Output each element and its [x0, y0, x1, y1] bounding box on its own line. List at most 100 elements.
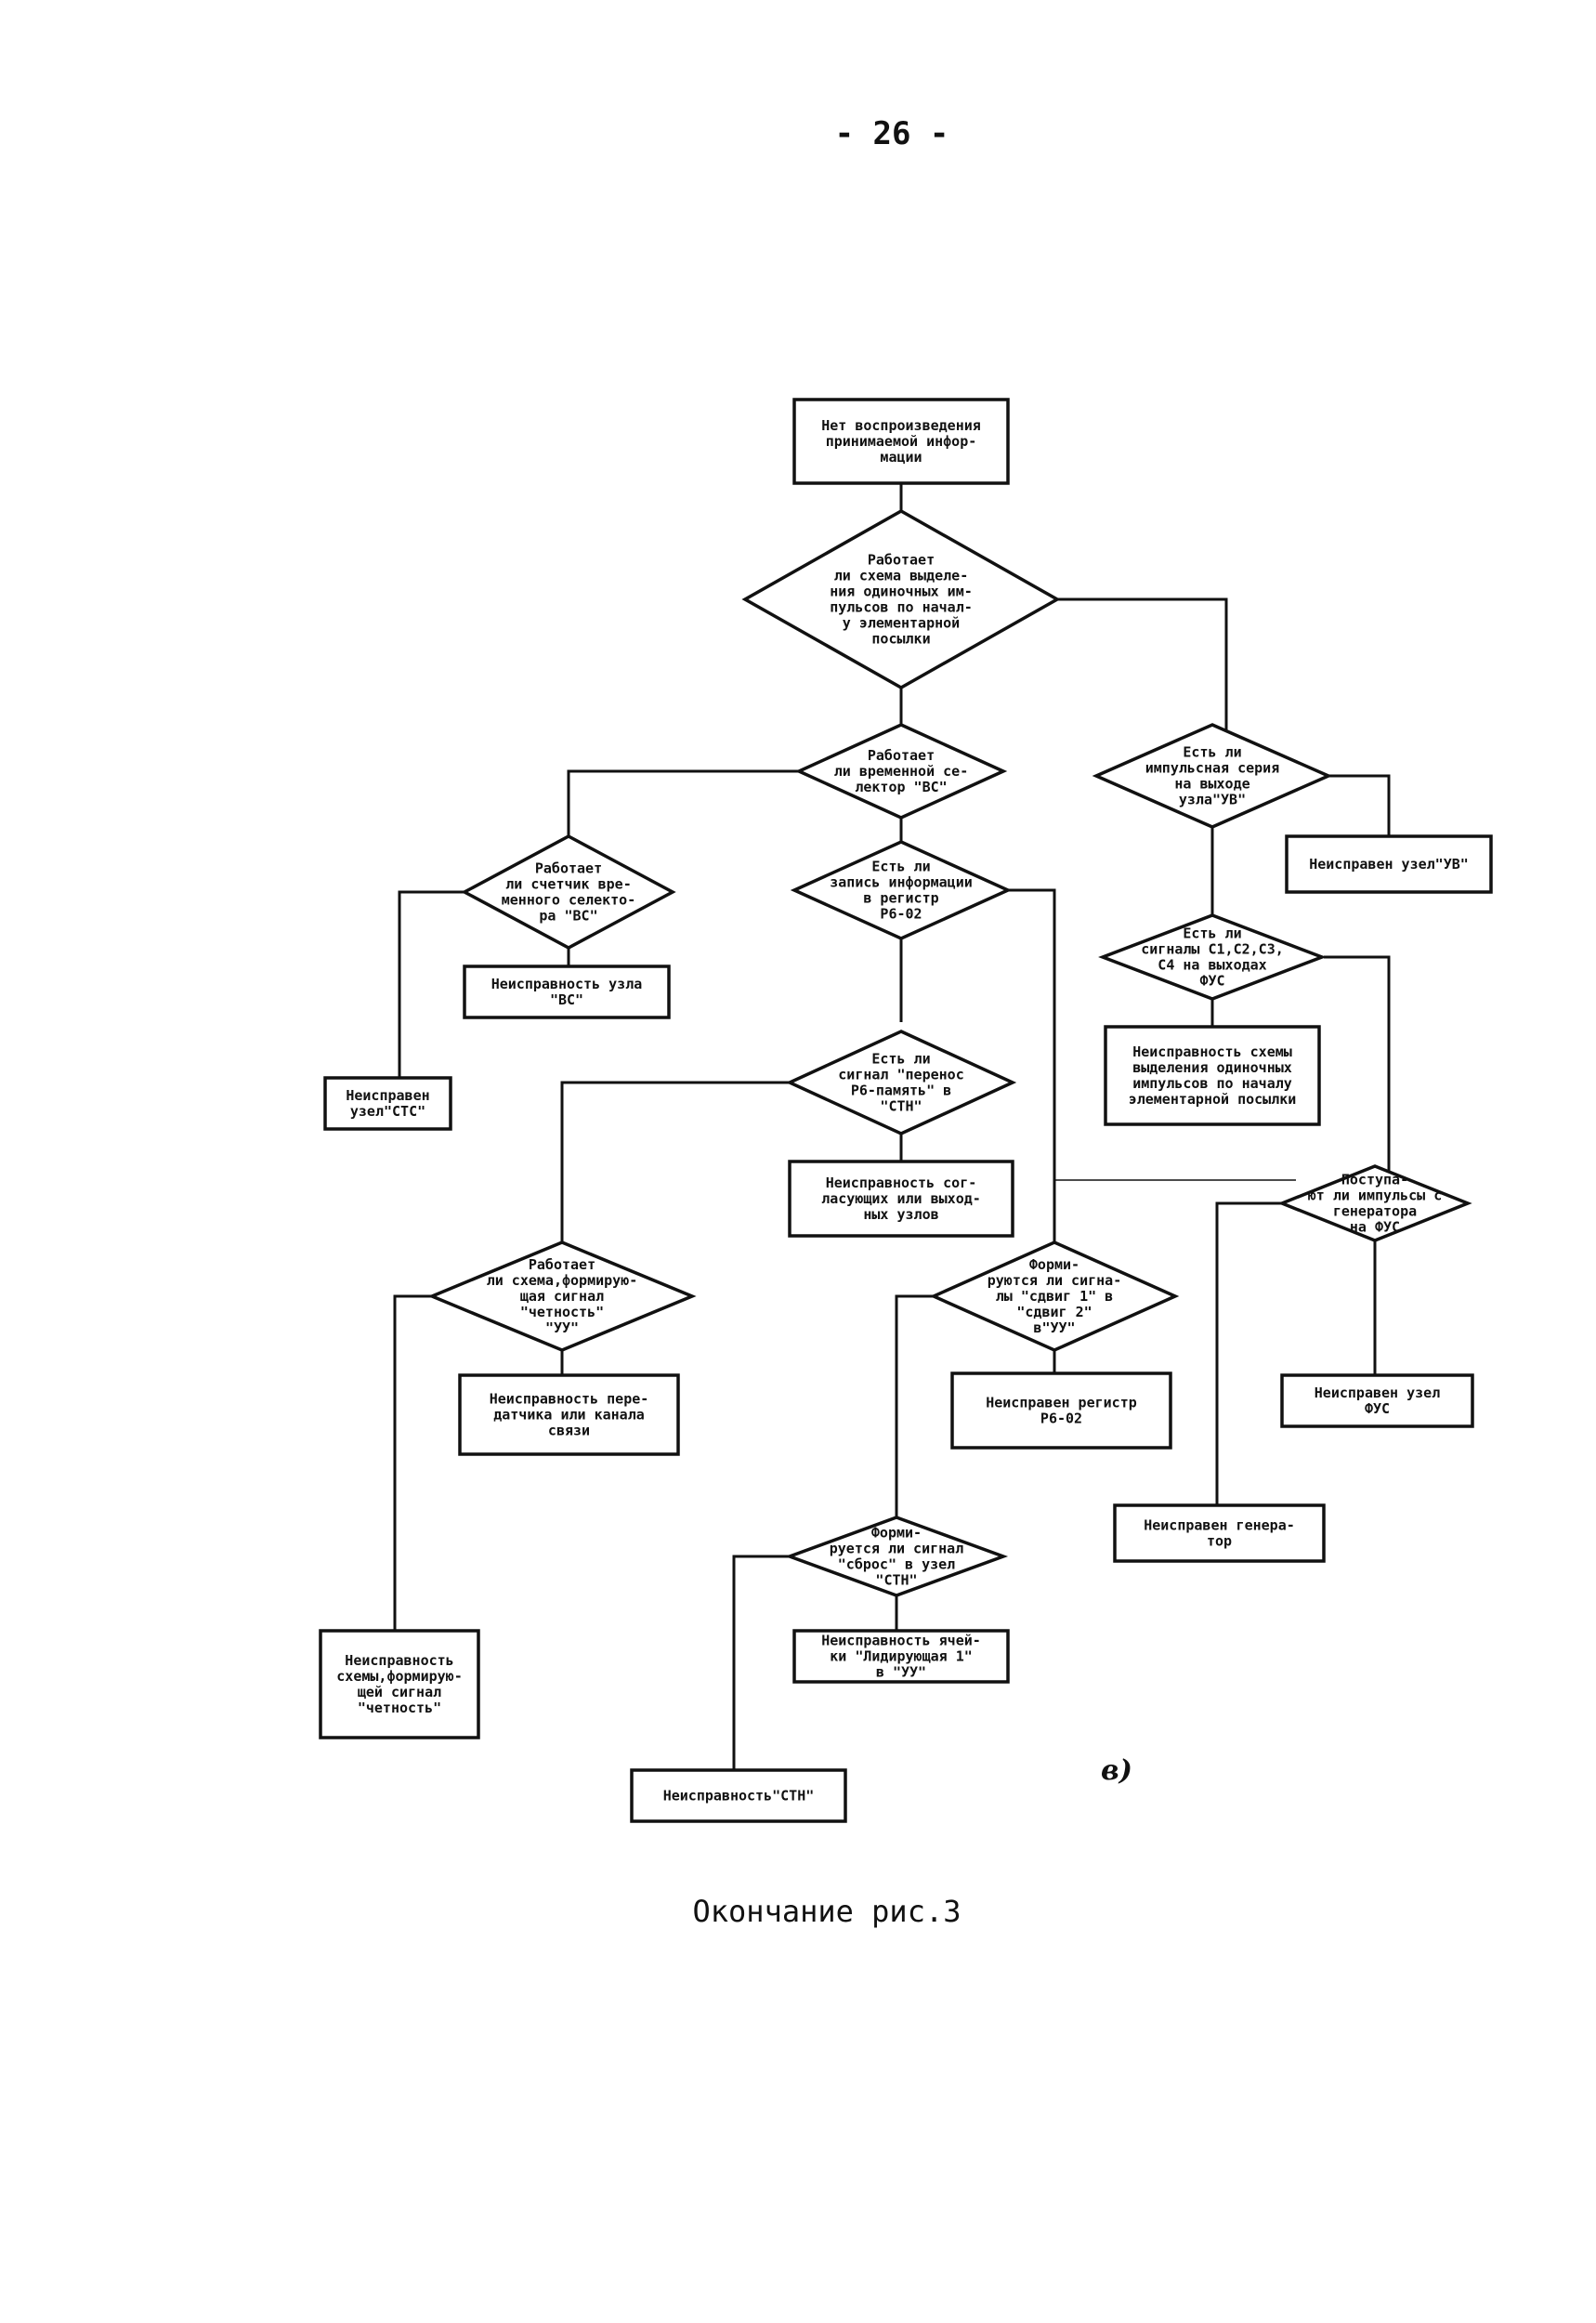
figure-caption: Окончание рис.3	[693, 1894, 962, 1929]
box-outline	[319, 1629, 480, 1739]
diamond-outline	[790, 840, 1013, 940]
diamond-outline	[461, 834, 676, 950]
node-text-line: "УУ"	[545, 1319, 579, 1336]
node-text-line: лектор "ВС"	[855, 779, 947, 795]
node-text-line: узел"СТС"	[350, 1103, 425, 1120]
box-outline	[458, 1373, 680, 1456]
diamond-outline	[794, 723, 1008, 820]
node-text-line: лы "сдвиг 1" в	[996, 1288, 1113, 1305]
box-outline	[630, 1768, 847, 1823]
diamond-outline	[1277, 1164, 1472, 1242]
node-text-line: Есть ли	[1183, 925, 1241, 942]
node-text-line: элементарной посылки	[1129, 1091, 1297, 1108]
node-text-line: "ВС"	[550, 991, 583, 1008]
node-text-line: ФУС	[1199, 973, 1224, 990]
box-outline	[950, 1371, 1172, 1450]
node-text-line: Поступа-	[1341, 1172, 1408, 1188]
node-text-line: Неисправен узел"УВ"	[1309, 856, 1469, 873]
process-box-b-gen: Неисправен генера-тор	[1113, 1503, 1326, 1563]
process-box-b-uv: Неисправен узел"УВ"	[1285, 834, 1493, 894]
node-text-line: ли счетчик вре-	[505, 876, 631, 893]
box-outline	[323, 1076, 452, 1131]
node-text-line: в регистр	[863, 890, 938, 907]
node-text-line: "сдвиг 2"	[1016, 1304, 1092, 1320]
node-text-line: Неисправность	[345, 1652, 453, 1669]
node-text-line: пульсов по начал-	[830, 599, 973, 616]
node-text-line: ных узлов	[863, 1206, 938, 1223]
node-text-line: Форми-	[1029, 1256, 1079, 1273]
node-text-line: на выходе	[1174, 776, 1249, 793]
node-text-line: Есть ли	[871, 859, 930, 875]
node-text-line: Неисправен регистр	[986, 1395, 1137, 1411]
node-text-line: тор	[1207, 1533, 1232, 1550]
node-text-line: Неисправность схемы	[1132, 1043, 1292, 1060]
node-text-line: Нет воспроизведения	[821, 417, 981, 434]
node-text-line: Работает	[868, 747, 935, 764]
process-box-b-sogl: Неисправность сог-ласующих или выход-ных…	[788, 1160, 1014, 1238]
node-text-line: Неисправен генера-	[1144, 1517, 1295, 1534]
node-text-line: Есть ли	[871, 1051, 930, 1068]
decision-diamond-d-sdvig: Форми-руются ли сигна-лы "сдвиг 1" в"сдв…	[929, 1240, 1180, 1352]
diamond-outline	[427, 1240, 697, 1352]
node-text-line: сигнал "перенос	[838, 1067, 963, 1083]
box-outline	[1113, 1503, 1326, 1563]
node-text-line: импульсов по началу	[1132, 1075, 1292, 1092]
node-text-line: Работает	[529, 1256, 595, 1273]
node-text-line: импульсная серия	[1145, 760, 1280, 777]
node-text-line: сигналы С1,С2,С3,	[1141, 941, 1284, 958]
node-text-line: Неисправен узел	[1315, 1385, 1440, 1401]
node-text-line: схемы,формирую-	[336, 1668, 462, 1685]
node-text-line: Неисправность узла	[491, 976, 643, 992]
node-text-line: руются ли сигна-	[988, 1272, 1122, 1289]
node-text-line: Форми-	[871, 1525, 922, 1542]
node-text-line: Неисправность сог-	[826, 1175, 977, 1191]
node-text-line: "СТН"	[875, 1572, 917, 1589]
connector-lines	[393, 483, 1391, 1770]
process-box-b-pered: Неисправность пере-датчика или каналасвя…	[458, 1373, 680, 1456]
node-text-line: Р6-02	[880, 906, 922, 923]
node-text-line: Р6-02	[1040, 1411, 1082, 1427]
node-text-line: руется ли сигнал	[830, 1541, 964, 1557]
node-text-line: запись информации	[830, 874, 973, 891]
node-text-line: в "УУ"	[876, 1664, 926, 1681]
node-text-line: ли схема выделе-	[834, 568, 969, 584]
box-outline	[792, 1629, 1010, 1684]
process-box-b-stn: Неисправность"СТН"	[630, 1768, 847, 1823]
box-outline	[788, 1160, 1014, 1238]
node-text-line: Есть ли	[1183, 744, 1241, 761]
node-text-line: связи	[548, 1423, 590, 1439]
node-text-line: генератора	[1333, 1203, 1417, 1220]
node-text-line: Неисправность ячей-	[821, 1633, 981, 1649]
decision-diamond-d-sbros: Форми-руется ли сигнал"сброс" в узел"СТН…	[784, 1516, 1009, 1597]
node-text-line: "СТН"	[880, 1098, 922, 1115]
node-text-line: датчика или канала	[493, 1407, 645, 1424]
box-outline	[792, 398, 1010, 485]
node-text-line: ли временной се-	[834, 763, 969, 780]
node-text-line: ласующих или выход-	[821, 1190, 981, 1207]
node-text-line: ли схема,формирую-	[487, 1272, 638, 1289]
node-text-line: "четность"	[520, 1304, 604, 1320]
process-box-b-vs: Неисправность узла"ВС"	[463, 965, 671, 1019]
node-text-line: С4 на выходах	[1158, 957, 1266, 974]
diamond-outline	[929, 1240, 1180, 1352]
node-text-line: мации	[880, 449, 922, 466]
node-text-line: выделения одиночных	[1132, 1059, 1292, 1076]
node-text-line: Неисправность пере-	[490, 1391, 649, 1408]
node-text-line: ФУС	[1365, 1400, 1390, 1417]
page-number: - 26 -	[835, 115, 949, 152]
diamond-outline	[1098, 913, 1327, 1001]
